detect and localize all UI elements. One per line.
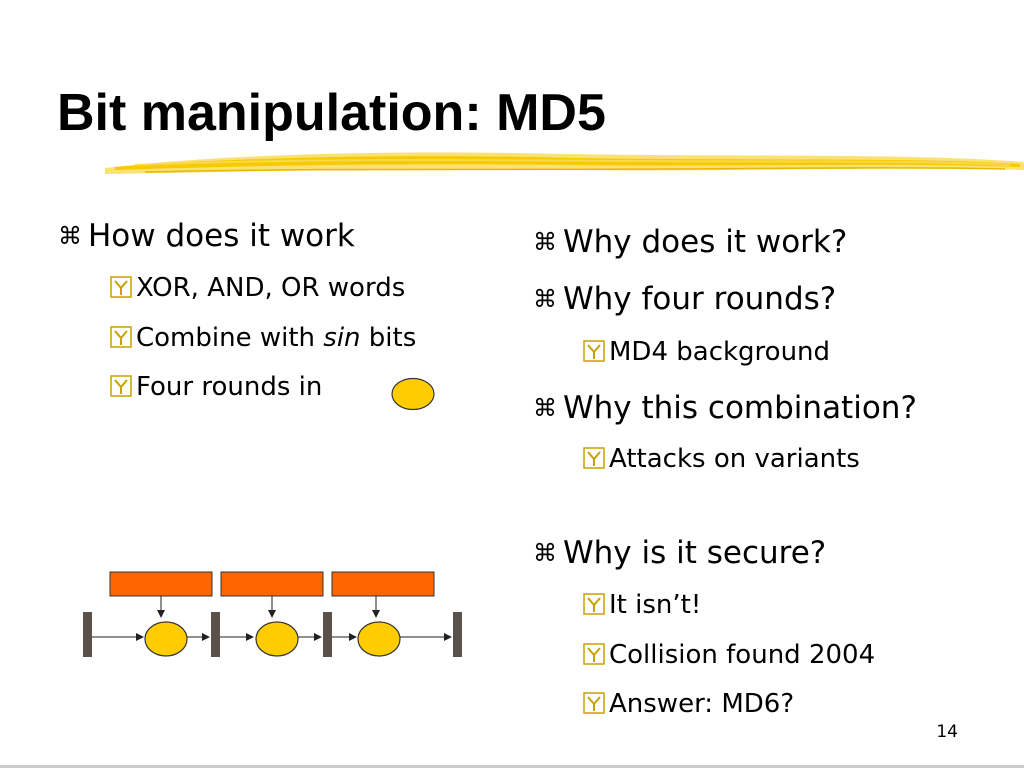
- bullet-text: How does it work: [88, 218, 355, 254]
- y-box-bullet-icon: [583, 447, 605, 469]
- round-oval-3: [357, 621, 401, 657]
- bullet-text: Answer: MD6?: [609, 689, 795, 719]
- bullet-text: Collision found 2004: [609, 640, 876, 670]
- y-box-bullet-icon: [110, 375, 132, 397]
- md5-rounds-diagram: [83, 571, 462, 657]
- state-bar-2: [211, 612, 220, 657]
- bullet-text: It isn’t!: [609, 590, 702, 620]
- bullet-text: Attacks on variants: [609, 444, 860, 474]
- sub-bullet-it-isnt: It isn’t!: [583, 588, 701, 622]
- bits-word: bits: [360, 323, 417, 353]
- round-oval-2: [255, 621, 299, 657]
- title-underline-brush: [105, 152, 1024, 174]
- input-box-2: [220, 571, 324, 597]
- bullet-text: MD4 background: [609, 337, 831, 367]
- y-box-bullet-icon: [583, 643, 605, 665]
- sub-bullet-xor-and-or: XOR, AND, OR words: [110, 271, 405, 305]
- y-box-bullet-icon: [583, 692, 605, 714]
- y-box-bullet-icon: [110, 326, 132, 348]
- command-key-bullet-icon: ⌘: [533, 285, 557, 313]
- sin-word: sin: [323, 323, 361, 353]
- y-box-bullet-icon: [583, 593, 605, 615]
- bullet-why-is-it-secure: ⌘Why is it secure?: [533, 533, 826, 573]
- bullet-text: XOR, AND, OR words: [136, 273, 406, 303]
- y-box-bullet-icon: [583, 340, 605, 362]
- sub-bullet-md4-background: MD4 background: [583, 335, 830, 369]
- page-number: 14: [936, 722, 958, 742]
- state-bar-4: [453, 612, 462, 657]
- bullet-text: Four rounds in: [136, 372, 323, 402]
- round-function-oval-icon: [391, 377, 435, 411]
- slide-title: Bit manipulation: MD5: [57, 84, 606, 142]
- bullet-how-does-it-work: ⌘How does it work: [58, 216, 355, 256]
- command-key-bullet-icon: ⌘: [533, 539, 557, 567]
- state-bar-3: [323, 612, 332, 657]
- bullet-text: Combine with: [136, 323, 324, 353]
- input-box-3: [331, 571, 435, 597]
- sub-bullet-collision-found: Collision found 2004: [583, 638, 875, 672]
- bullet-text: Why does it work?: [563, 224, 848, 260]
- bullet-why-this-combination: ⌘Why this combination?: [533, 388, 917, 428]
- state-bar-1: [83, 612, 92, 657]
- sub-bullet-combine-with-sin: Combine with sin bits: [110, 321, 416, 355]
- command-key-bullet-icon: ⌘: [533, 228, 557, 256]
- y-box-bullet-icon: [110, 276, 132, 298]
- sub-bullet-four-rounds-in: Four rounds in: [110, 370, 322, 404]
- command-key-bullet-icon: ⌘: [533, 394, 557, 422]
- round-oval-1: [144, 621, 188, 657]
- bullet-why-does-it-work: ⌘Why does it work?: [533, 222, 847, 262]
- command-key-bullet-icon: ⌘: [58, 222, 82, 250]
- bullet-text: Why this combination?: [563, 390, 917, 426]
- bullet-why-four-rounds: ⌘Why four rounds?: [533, 279, 836, 319]
- input-box-1: [109, 571, 213, 597]
- bullet-text: Why four rounds?: [563, 281, 837, 317]
- footer-divider: [0, 765, 1024, 768]
- sub-bullet-attacks-on-variants: Attacks on variants: [583, 442, 860, 476]
- bullet-text: Why is it secure?: [563, 535, 827, 571]
- sub-bullet-answer-md6: Answer: MD6?: [583, 687, 794, 721]
